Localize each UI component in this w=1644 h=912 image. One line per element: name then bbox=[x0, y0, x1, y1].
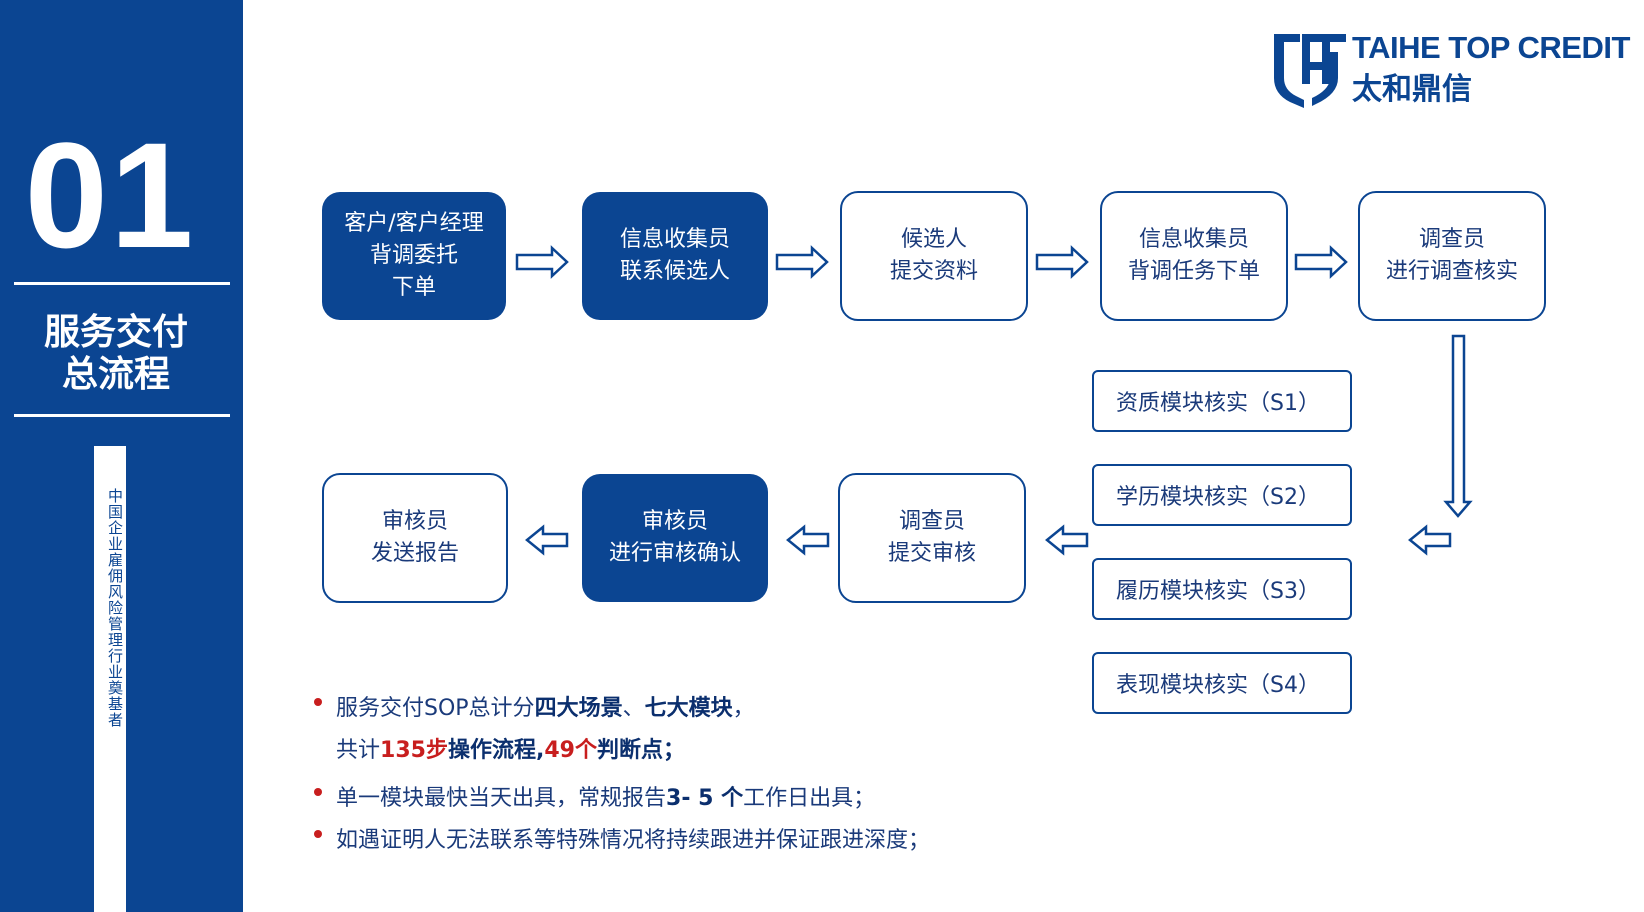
section-title: 服务交付 总流程 bbox=[0, 312, 232, 396]
bullet-1-count: 49个 bbox=[544, 738, 597, 763]
arrow-right-3 bbox=[1035, 245, 1089, 279]
arrow-right-1 bbox=[515, 245, 569, 279]
slogan-text: 中国企业雇佣风险管理行业奠基者 bbox=[106, 488, 124, 728]
step-collector-task-order-line2: 背调任务下单 bbox=[1127, 259, 1260, 284]
bullet-dot-2 bbox=[314, 788, 322, 796]
module-s3: 履历模块核实（S3） bbox=[1092, 558, 1352, 620]
bullet-dot-1 bbox=[314, 698, 322, 706]
step-auditor-confirm: 审核员 进行审核确认 bbox=[582, 474, 768, 602]
step-client-order: 客户/客户经理 背调委托 下单 bbox=[322, 192, 506, 320]
bullet-1-decision-points: 判断点； bbox=[596, 738, 685, 763]
bullet-2-text-b: 工作日出具； bbox=[743, 786, 876, 811]
step-investigator-verify-line1: 调查员 bbox=[1418, 227, 1485, 252]
step-candidate-submit-line1: 候选人 bbox=[900, 227, 967, 252]
section-number: 01 bbox=[24, 111, 196, 279]
module-s2: 学历模块核实（S2） bbox=[1092, 464, 1352, 526]
step-auditor-send-report: 审核员 发送报告 bbox=[322, 473, 508, 603]
step-investigator-submit-review: 调查员 提交审核 bbox=[838, 473, 1026, 603]
step-auditor-confirm-line1: 审核员 bbox=[641, 509, 708, 534]
step-collector-task-order-line1: 信息收集员 bbox=[1138, 227, 1249, 252]
taihe-shield-logo-icon bbox=[1274, 34, 1346, 108]
arrow-left-2 bbox=[1045, 524, 1089, 556]
section-title-line2: 总流程 bbox=[61, 354, 170, 395]
step-auditor-confirm-line2: 进行审核确认 bbox=[608, 541, 741, 566]
bullet-1-line1: 服务交付SOP总计分四大场景、七大模块， bbox=[336, 690, 755, 722]
bullet-2: 单一模块最快当天出具，常规报告3- 5 个工作日出具； bbox=[336, 780, 875, 812]
module-s1: 资质模块核实（S1） bbox=[1092, 370, 1352, 432]
step-collector-contact-line1: 信息收集员 bbox=[619, 227, 730, 252]
brand-name-cn: 太和鼎信 bbox=[1352, 72, 1472, 107]
step-auditor-send-report-line2: 发送报告 bbox=[370, 541, 459, 566]
bullet-1-comma: ， bbox=[732, 696, 755, 721]
arrow-right-2 bbox=[775, 245, 829, 279]
arrow-right-4 bbox=[1294, 245, 1348, 279]
divider-top bbox=[14, 282, 230, 285]
arrow-left-4 bbox=[525, 524, 569, 556]
step-collector-contact: 信息收集员 联系候选人 bbox=[582, 192, 768, 320]
slogan-strip bbox=[94, 446, 126, 912]
step-investigator-submit-review-line2: 提交审核 bbox=[887, 541, 976, 566]
brand-name-en: TAIHE TOP CREDIT bbox=[1352, 30, 1630, 65]
bullet-3-text: 如遇证明人无法联系等特殊情况将持续跟进并保证跟进深度； bbox=[336, 828, 931, 853]
step-client-order-line2: 背调委托 bbox=[369, 243, 458, 268]
bullet-2-days: 3- 5 个 bbox=[666, 786, 744, 811]
step-candidate-submit: 候选人 提交资料 bbox=[840, 191, 1028, 321]
bullet-3: 如遇证明人无法联系等特殊情况将持续跟进并保证跟进深度； bbox=[336, 822, 930, 854]
bullet-1-modules: 七大模块 bbox=[644, 696, 733, 721]
sidebar: 01 服务交付 总流程 中国企业雇佣风险管理行业奠基者 bbox=[0, 0, 243, 912]
bullet-1-sep: 、 bbox=[622, 696, 645, 721]
step-auditor-send-report-line1: 审核员 bbox=[381, 509, 448, 534]
bullet-1-comma2: , bbox=[535, 738, 545, 763]
step-collector-task-order: 信息收集员 背调任务下单 bbox=[1100, 191, 1288, 321]
bullet-1-steps: 135步 bbox=[380, 738, 448, 763]
arrow-left-1 bbox=[1408, 524, 1452, 556]
bullet-1-text-a: 服务交付SOP总计分 bbox=[336, 696, 535, 721]
bullet-dot-3 bbox=[314, 830, 322, 838]
arrow-down bbox=[1443, 334, 1473, 518]
bullet-1-total: 共计 bbox=[336, 738, 381, 763]
step-candidate-submit-line2: 提交资料 bbox=[889, 259, 978, 284]
step-investigator-verify-line2: 进行调查核实 bbox=[1385, 259, 1518, 284]
bullet-2-text-a: 单一模块最快当天出具，常规报告 bbox=[336, 786, 667, 811]
divider-bottom bbox=[14, 414, 230, 417]
arrow-left-3 bbox=[786, 524, 830, 556]
bullet-1-line2: 共计135步操作流程,49个判断点； bbox=[336, 732, 685, 764]
step-collector-contact-line2: 联系候选人 bbox=[619, 259, 730, 284]
step-investigator-submit-review-line1: 调查员 bbox=[898, 509, 965, 534]
step-investigator-verify: 调查员 进行调查核实 bbox=[1358, 191, 1546, 321]
bullet-1-process: 操作流程 bbox=[447, 738, 536, 763]
bullet-1-scenes: 四大场景 bbox=[534, 696, 623, 721]
module-s4: 表现模块核实（S4） bbox=[1092, 652, 1352, 714]
section-title-line1: 服务交付 bbox=[43, 312, 188, 353]
step-client-order-line1: 客户/客户经理 bbox=[344, 211, 484, 236]
step-client-order-line3: 下单 bbox=[391, 275, 436, 300]
